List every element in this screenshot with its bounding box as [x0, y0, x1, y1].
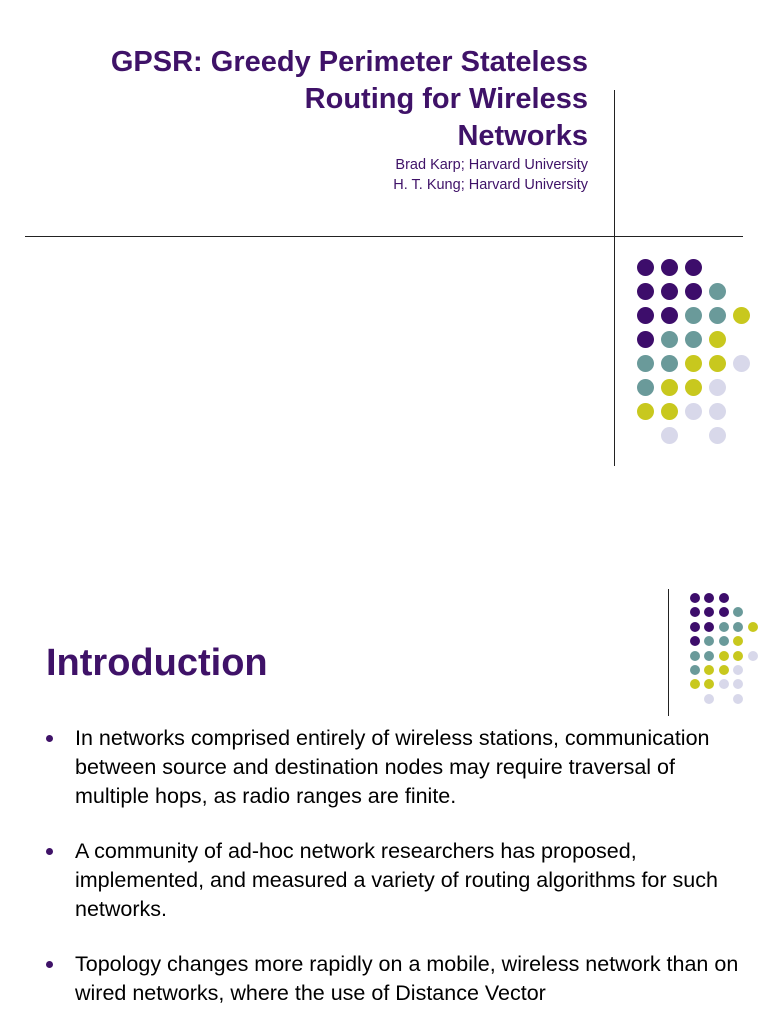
- dot-purple: [637, 307, 654, 324]
- dot-purple: [637, 283, 654, 300]
- bullet-dot-icon: [46, 848, 53, 855]
- dot-teal: [661, 331, 678, 348]
- horizontal-divider: [25, 236, 743, 237]
- dot-lavender: [733, 665, 744, 675]
- dot-purple: [704, 607, 715, 618]
- dot-yellow: [690, 679, 700, 690]
- author-line-1: Brad Karp; Harvard University: [395, 157, 588, 173]
- dot-lavender: [709, 379, 726, 396]
- dot-yellow: [704, 665, 715, 675]
- dot-yellow: [747, 621, 758, 632]
- dot-lavender: [733, 355, 750, 372]
- dot-yellow: [685, 379, 702, 396]
- dot-teal: [718, 636, 729, 647]
- dot-purple: [718, 607, 729, 618]
- dot-lavender: [709, 427, 726, 444]
- dot-yellow: [709, 355, 726, 372]
- dot-yellow: [718, 650, 729, 661]
- dot-teal: [733, 621, 744, 632]
- dot-purple: [637, 331, 654, 348]
- dot-purple: [637, 259, 654, 276]
- title-block: GPSR: Greedy Perimeter Stateless Routing…: [8, 44, 588, 195]
- dot-purple: [704, 593, 715, 603]
- bullet-dot-icon: [46, 735, 53, 742]
- dot-yellow: [661, 379, 678, 396]
- slide-title-line-1: GPSR: Greedy Perimeter Stateless: [110, 46, 588, 78]
- dot-yellow: [637, 403, 654, 420]
- dot-purple: [690, 621, 700, 632]
- dot-lavender: [733, 693, 744, 704]
- bullet-item: Topology changes more rapidly on a mobil…: [46, 950, 746, 1008]
- dot-teal: [733, 607, 744, 618]
- dot-teal: [637, 355, 654, 372]
- dot-yellow: [685, 355, 702, 372]
- dot-purple: [690, 607, 700, 618]
- dot-teal: [709, 307, 726, 324]
- bullet-text: In networks comprised entirely of wirele…: [75, 726, 710, 808]
- dot-purple: [685, 283, 702, 300]
- vertical-divider: [668, 589, 669, 716]
- title-slide: GPSR: Greedy Perimeter Stateless Routing…: [0, 0, 768, 512]
- author-line-2: H. T. Kung; Harvard University: [393, 177, 588, 193]
- dot-lavender: [718, 679, 729, 690]
- dot-yellow: [709, 331, 726, 348]
- vertical-divider: [614, 90, 615, 466]
- dot-purple: [690, 593, 700, 603]
- bullet-item: A community of ad-hoc network researcher…: [46, 837, 746, 924]
- bullet-text: A community of ad-hoc network researcher…: [75, 839, 718, 921]
- dot-yellow: [733, 307, 750, 324]
- dot-teal: [690, 665, 700, 675]
- dot-purple: [661, 259, 678, 276]
- dot-lavender: [709, 403, 726, 420]
- dot-teal: [685, 331, 702, 348]
- dot-teal: [685, 307, 702, 324]
- bullet-text: Topology changes more rapidly on a mobil…: [75, 952, 739, 1005]
- dot-purple: [661, 283, 678, 300]
- dot-purple: [685, 259, 702, 276]
- dot-teal: [637, 379, 654, 396]
- dot-lavender: [733, 679, 744, 690]
- dot-teal: [704, 636, 715, 647]
- dot-yellow: [661, 403, 678, 420]
- slide-title-line-2: Routing for Wireless: [304, 83, 588, 115]
- dot-teal: [718, 621, 729, 632]
- dot-teal: [704, 650, 715, 661]
- dot-purple: [704, 621, 715, 632]
- dot-teal: [709, 283, 726, 300]
- bullet-item: In networks comprised entirely of wirele…: [46, 724, 746, 811]
- dot-teal: [690, 650, 700, 661]
- dot-yellow: [733, 636, 744, 647]
- dot-purple: [718, 593, 729, 603]
- bullet-dot-icon: [46, 961, 53, 968]
- dot-purple: [690, 636, 700, 647]
- dot-yellow: [733, 650, 744, 661]
- dot-lavender: [661, 427, 678, 444]
- dot-lavender: [704, 693, 715, 704]
- dot-yellow: [704, 679, 715, 690]
- slide-heading: Introduction: [46, 642, 268, 684]
- slide-title-line-3: Networks: [457, 120, 588, 152]
- introduction-slide: Introduction In networks comprised entir…: [0, 512, 768, 1024]
- dot-lavender: [747, 650, 758, 661]
- dot-lavender: [685, 403, 702, 420]
- dot-teal: [661, 355, 678, 372]
- dot-yellow: [718, 665, 729, 675]
- dot-purple: [661, 307, 678, 324]
- bullet-list: In networks comprised entirely of wirele…: [46, 724, 746, 1034]
